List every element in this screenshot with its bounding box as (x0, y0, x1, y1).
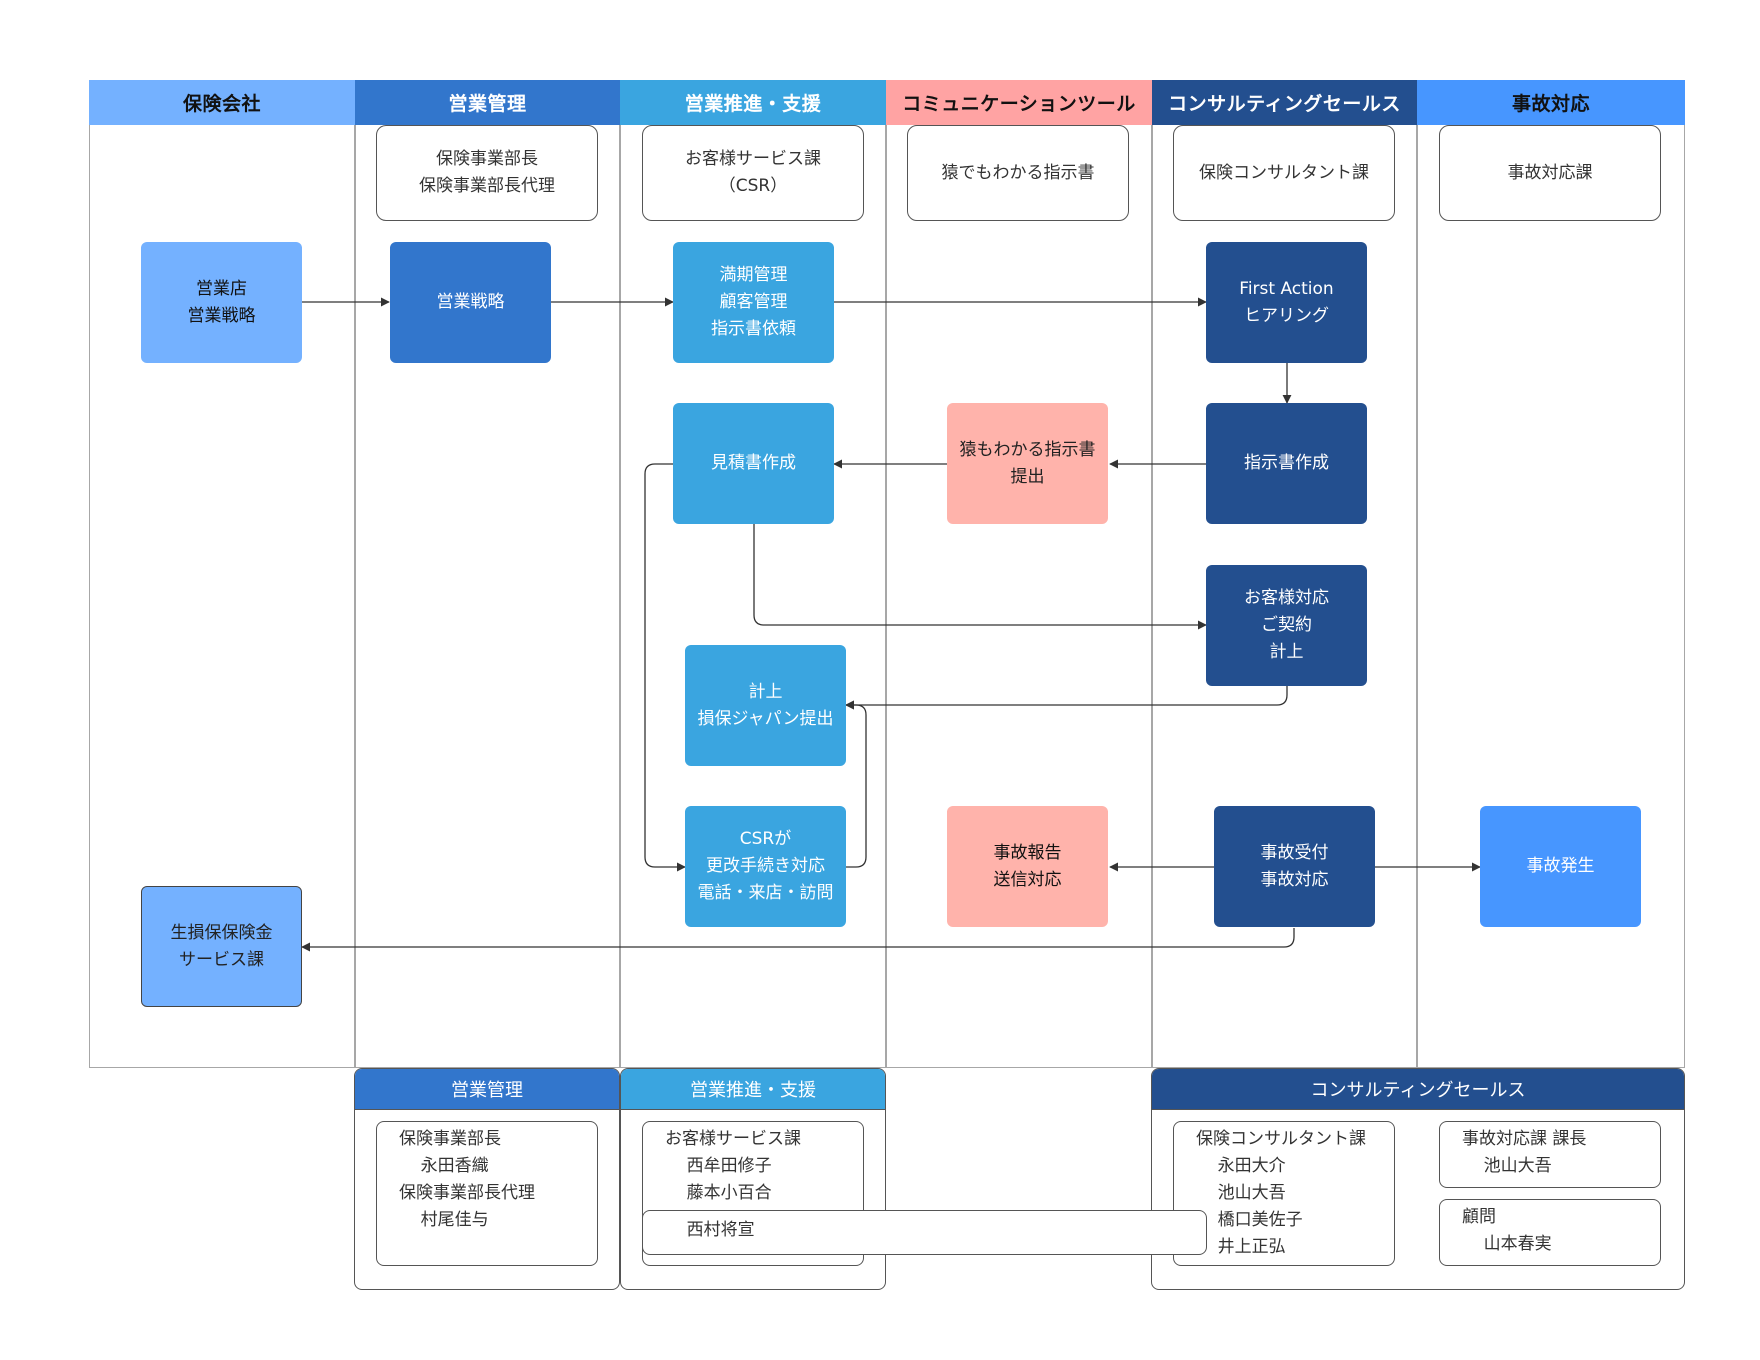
member-line: お客様サービス課 (665, 1129, 801, 1149)
lane-header-sales-management: 営業管理 (355, 80, 620, 125)
member-line: 山本春実 (1462, 1234, 1552, 1254)
node-branch-strategy: 営業店 営業戦略 (141, 242, 302, 363)
role-box-consultant-section: 保険コンサルタント課 (1173, 125, 1395, 221)
member-list-advisor: 顧問 山本春実 (1439, 1199, 1661, 1266)
lane-header-communication-tool: コミュニケーションツール (886, 80, 1152, 125)
lane-header-accident-response: 事故対応 (1417, 80, 1685, 125)
member-line: 井上正弘 (1196, 1237, 1286, 1257)
member-line: 池山大吾 (1462, 1156, 1552, 1176)
node-first-action: First Action ヒアリング (1206, 242, 1367, 363)
lane-header-consulting-sales: コンサルティングセールス (1152, 80, 1417, 125)
member-line: 西牟田修子 (665, 1156, 772, 1176)
node-accident-intake: 事故受付 事故対応 (1214, 806, 1375, 927)
member-line: 保険事業部長代理 (399, 1183, 535, 1203)
lane-divider (1416, 80, 1418, 1068)
node-customer-contract: お客様対応 ご契約 計上 (1206, 565, 1367, 686)
connector-contract-to-record (845, 686, 1288, 710)
lane-divider (885, 80, 887, 1068)
member-line: 永田大介 (1196, 1156, 1286, 1176)
node-submit-instructions: 猿もわかる指示書 提出 (947, 403, 1108, 524)
node-maturity-management: 満期管理 顧客管理 指示書依頼 (673, 242, 834, 363)
lane-header-insurance-company: 保険会社 (89, 80, 355, 125)
member-list-sales-management: 保険事業部長 永田香織 保険事業部長代理 村尾佳与 (376, 1121, 598, 1266)
member-list-accident-chief: 事故対応課 課長 池山大吾 (1439, 1121, 1661, 1188)
member-line: 保険事業部長 (399, 1129, 501, 1149)
member-line: 橋口美佐子 (1196, 1210, 1303, 1230)
connector-intake-to-claims (301, 928, 1295, 952)
node-claims-service: 生損保保険金 サービス課 (141, 886, 302, 1007)
member-line: 顧問 (1462, 1207, 1496, 1227)
member-line: 村尾佳与 (399, 1210, 489, 1230)
node-accident-occurs: 事故発生 (1480, 806, 1641, 927)
node-create-estimate: 見積書作成 (673, 403, 834, 524)
node-accident-report: 事故報告 送信対応 (947, 806, 1108, 927)
node-sales-strategy: 営業戦略 (390, 242, 551, 363)
connector-renewal-to-record (845, 700, 867, 868)
connector-estimate-to-renewal (644, 463, 686, 872)
role-box-accident-section: 事故対応課 (1439, 125, 1661, 221)
member-line: 事故対応課 課長 (1462, 1129, 1587, 1149)
role-box-customer-service: お客様サービス課 （CSR） (642, 125, 864, 221)
lane-divider (354, 80, 356, 1068)
lane-header-sales-support: 営業推進・支援 (620, 80, 886, 125)
member-bar-shared: 西村将宣 (642, 1210, 1207, 1255)
member-list-consultants: 保険コンサルタント課 永田大介 池山大吾 橋口美佐子 井上正弘 (1173, 1121, 1395, 1266)
member-line: 永田香織 (399, 1156, 489, 1176)
card-header: コンサルティングセールス (1152, 1069, 1684, 1110)
role-box-division-heads: 保険事業部長 保険事業部長代理 (376, 125, 598, 221)
member-line: 藤本小百合 (665, 1183, 772, 1203)
card-header: 営業管理 (355, 1069, 619, 1110)
member-line: 西村将宣 (665, 1220, 755, 1240)
member-line: 保険コンサルタント課 (1196, 1129, 1366, 1149)
node-record-submit: 計上 損保ジャパン提出 (685, 645, 846, 766)
node-create-instructions: 指示書作成 (1206, 403, 1367, 524)
connector-estimate-to-contract (753, 524, 1207, 630)
role-box-instruction-manual: 猿でもわかる指示書 (907, 125, 1129, 221)
card-header: 営業推進・支援 (621, 1069, 885, 1110)
lane-divider (619, 80, 621, 1068)
lane-divider (1151, 80, 1153, 1068)
member-line: 池山大吾 (1196, 1183, 1286, 1203)
node-csr-renewal: CSRが 更改手続き対応 電話・来店・訪問 (685, 806, 846, 927)
